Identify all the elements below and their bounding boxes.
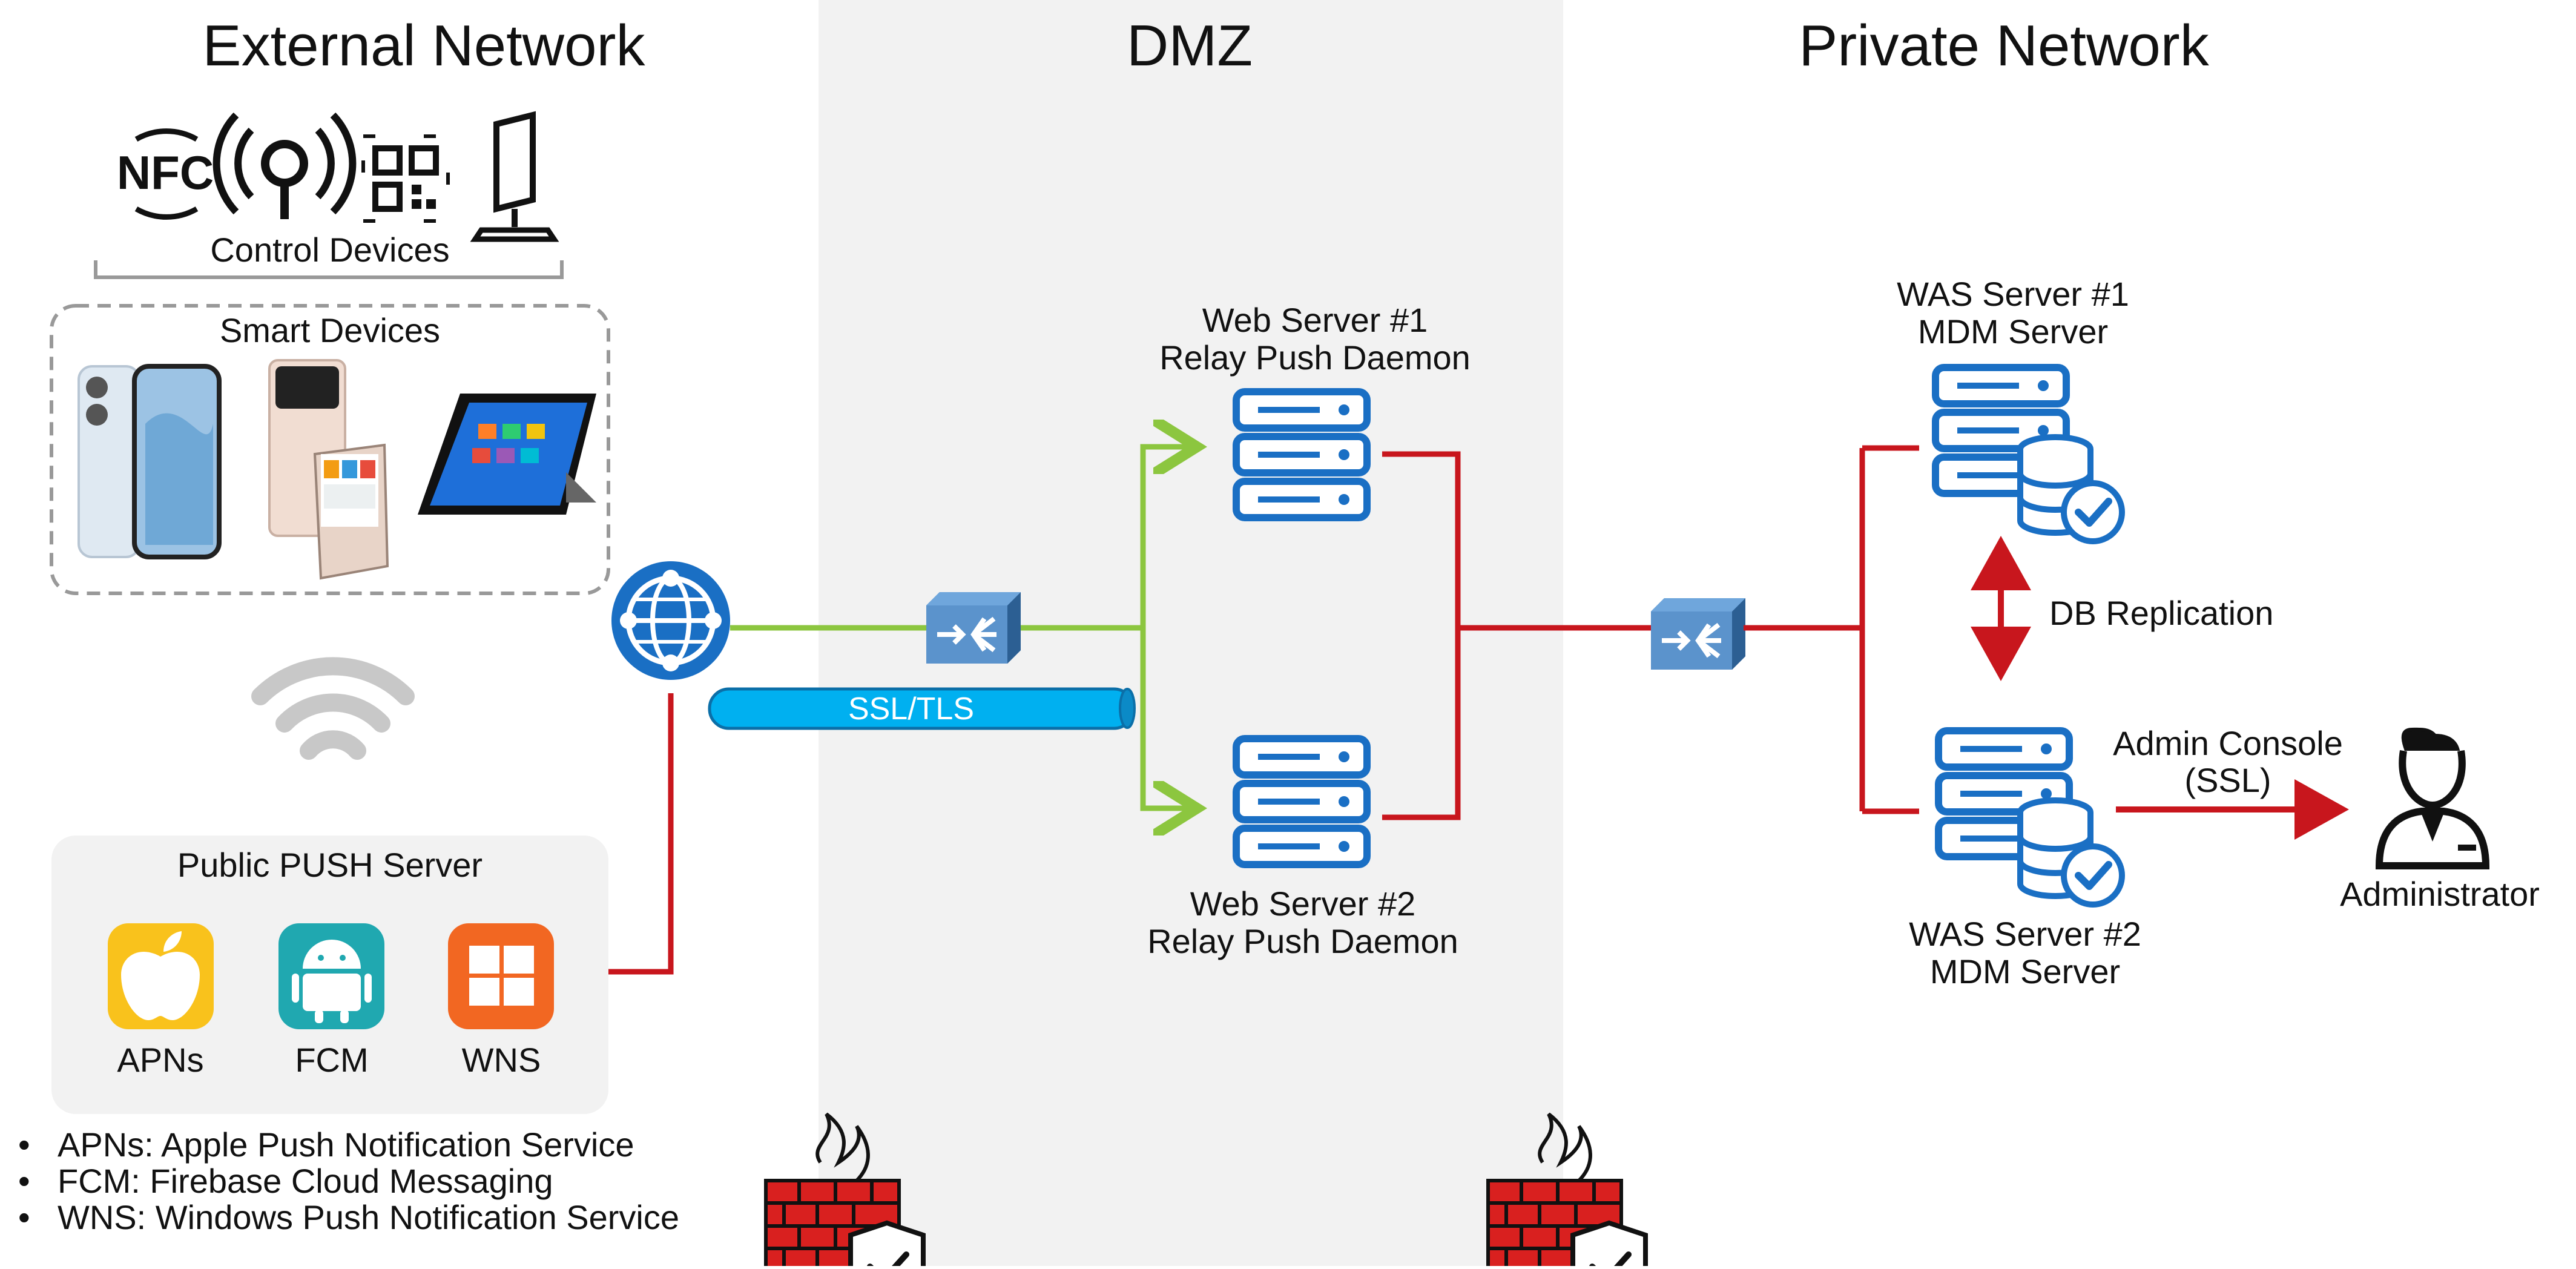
control-devices-label: Control Devices — [210, 231, 449, 269]
db-replication-label: DB Replication — [2049, 594, 2273, 632]
web-server-1-icon — [1236, 392, 1367, 518]
smart-devices-group: Smart Devices — [50, 304, 610, 595]
control-devices-bracket — [94, 260, 564, 279]
administrator-icon — [2375, 727, 2490, 869]
smart-devices-label: Smart Devices — [220, 311, 440, 349]
smartphone-icon — [77, 364, 222, 559]
zone-title-dmz: DMZ — [1127, 13, 1253, 78]
svg-text:•: • — [18, 1126, 30, 1164]
apple-icon — [108, 923, 214, 1029]
android-icon — [278, 923, 384, 1029]
web-server-1-line2: Relay Push Daemon — [1159, 338, 1471, 377]
kiosk-icon — [470, 111, 559, 242]
zone-title-private: Private Network — [1799, 13, 2210, 78]
ssl-tls-label: SSL/TLS — [848, 691, 974, 727]
foldable-phone-icon — [268, 359, 389, 580]
private-router-icon — [1651, 598, 1745, 670]
svg-text:•: • — [18, 1162, 30, 1200]
router-to-web2-link — [1140, 628, 1191, 808]
antenna-icon — [212, 112, 357, 219]
control-devices-group: NFC Control Devices — [94, 111, 564, 279]
qr-code-icon — [361, 134, 450, 223]
internet-globe-icon — [611, 561, 730, 680]
footnote-wns: WNS: Windows Push Notification Service — [58, 1198, 679, 1236]
nfc-icon: NFC — [117, 128, 214, 220]
footnote-apns: APNs: Apple Push Notification Service — [58, 1126, 634, 1164]
was-server-2-line1: WAS Server #2 — [1909, 915, 2141, 953]
fcm-label: FCM — [295, 1041, 368, 1079]
footnotes: • APNs: Apple Push Notification Service … — [18, 1126, 679, 1236]
administrator-label: Administrator — [2340, 875, 2540, 913]
web1-to-core-link — [1382, 451, 1461, 628]
web-server-2-line1: Web Server #2 — [1190, 885, 1415, 923]
router-to-web1-link — [1140, 447, 1191, 628]
web-server-2-icon — [1236, 739, 1367, 865]
apns-label: APNs — [117, 1041, 203, 1079]
wns-label: WNS — [462, 1041, 541, 1079]
web2-to-core-link — [1382, 628, 1461, 820]
ssl-tls-tunnel: SSL/TLS — [708, 687, 1136, 730]
was-server-1-db-icon — [2020, 437, 2122, 541]
was-server-2-line2: MDM Server — [1930, 952, 2120, 990]
admin-console-line1: Admin Console — [2113, 724, 2343, 762]
dmz-router-icon — [926, 592, 1021, 664]
was-server-2-db-icon — [2020, 800, 2122, 905]
was-server-1-line2: MDM Server — [1918, 312, 2108, 351]
push-server-group: Public PUSH Server APNs FCM WNS — [51, 836, 608, 1114]
push-to-internet-link — [608, 693, 674, 975]
tablet-icon — [418, 394, 596, 515]
web-server-1-line1: Web Server #1 — [1202, 301, 1428, 339]
windows-icon — [448, 923, 554, 1029]
push-server-label: Public PUSH Server — [177, 846, 483, 884]
zone-title-external: External Network — [203, 13, 646, 78]
admin-console-line2: (SSL) — [2184, 761, 2271, 799]
svg-text:•: • — [18, 1198, 30, 1236]
was-server-1-line1: WAS Server #1 — [1897, 275, 2129, 313]
svg-text:NFC: NFC — [117, 146, 214, 199]
footnote-fcm: FCM: Firebase Cloud Messaging — [58, 1162, 553, 1200]
wifi-icon — [251, 657, 415, 760]
web-server-2-line2: Relay Push Daemon — [1147, 922, 1458, 960]
